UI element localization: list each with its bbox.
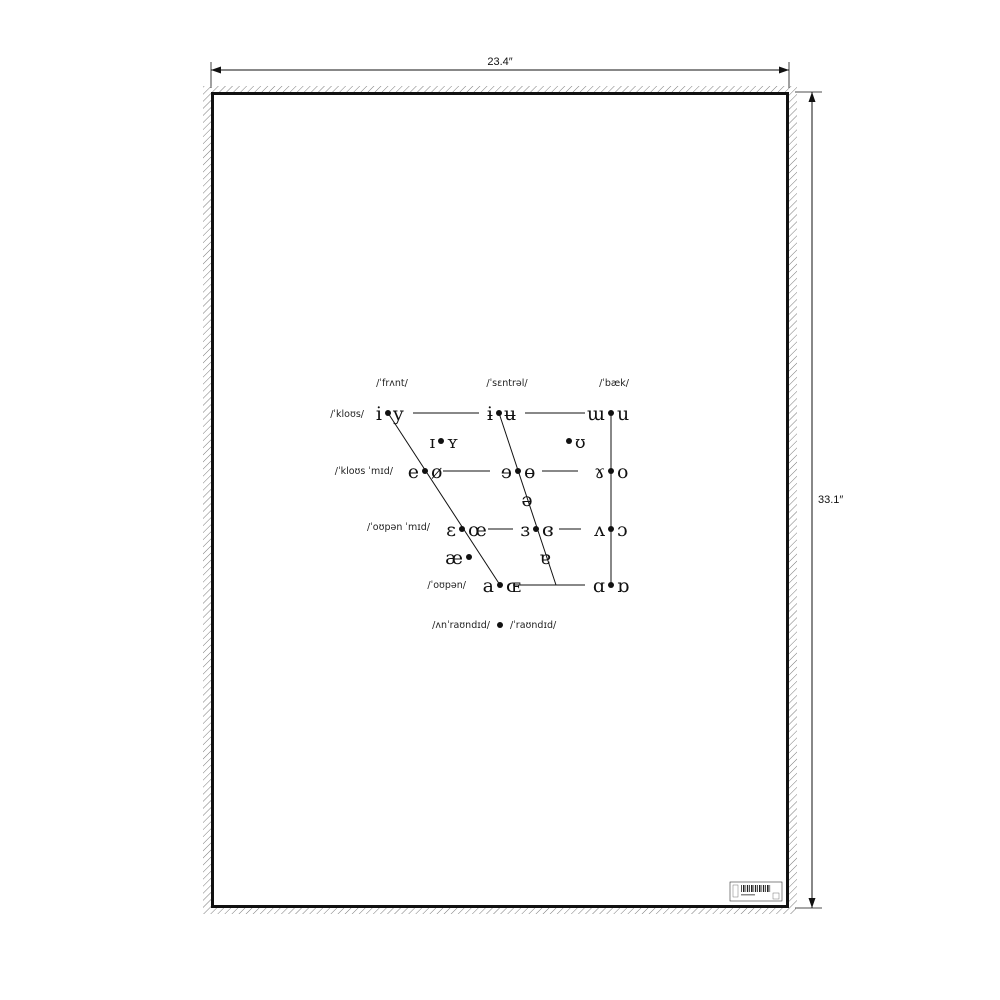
vowel-epsilon: ɛ: [446, 519, 456, 541]
vowel-barred-u: ʉ: [504, 403, 516, 425]
row-label-open: /ˈoʊpən/: [427, 580, 466, 591]
product-label: [729, 881, 783, 902]
vowel-rev-epsilon: ɜ: [520, 519, 530, 541]
front-diagonal-line: [387, 412, 501, 586]
chart-lines: [387, 412, 612, 586]
vowel-closed-rev-epsilon: ɞ: [542, 519, 554, 541]
dot-rev-epsilon: [533, 526, 539, 532]
vowel-o-slash: ø: [431, 461, 442, 483]
vowel-o: o: [617, 461, 628, 483]
dot-upsilon: [566, 438, 572, 444]
vowel-small-cap-i: ɪ: [430, 433, 436, 453]
legend-dot: [497, 622, 503, 628]
dot-i-y: [385, 410, 391, 416]
vowel-unrounded-u: ɯ: [587, 403, 605, 425]
row-label-close-mid: /ˈkloʊs ˈmɪd/: [335, 466, 394, 477]
legend-unrounded: /ʌnˈraʊndɪd/: [432, 620, 491, 631]
vowel-oe-cap: ɶ: [506, 575, 521, 597]
vowel-ram-horns: ɤ: [594, 461, 605, 483]
dot-ash: [466, 554, 472, 560]
vowel-chart: /ˈfrʌnt/ /ˈsɛntrəl/ /ˈbæk/ /ˈkloʊs/ /ˈkl…: [330, 378, 630, 631]
dot-a-oe: [497, 582, 503, 588]
central-diagonal-line: [498, 412, 557, 586]
column-label-central: /ˈsɛntrəl/: [486, 378, 528, 389]
vowel-a: a: [483, 575, 494, 597]
height-label: 33.1″: [818, 494, 843, 506]
vowel-e: e: [408, 461, 419, 483]
dot-script-a: [608, 582, 614, 588]
vowel-barred-i: ɨ: [487, 403, 493, 425]
vowel-barred-o: ɵ: [524, 461, 535, 483]
dot-rev-e-barred-o: [515, 468, 521, 474]
vowel-turned-script-a: ɒ: [617, 575, 629, 597]
width-label: 23.4″: [487, 56, 512, 68]
column-label-front: /ˈfrʌnt/: [376, 378, 408, 389]
vowel-ash: æ: [445, 547, 463, 569]
vowel-y: y: [392, 403, 404, 425]
width-dimension: 23.4″: [210, 56, 790, 88]
dot-unrounded-u-u: [608, 410, 614, 416]
row-label-close: /ˈkloʊs/: [330, 409, 365, 420]
vowel-i: i: [376, 403, 382, 425]
vowel-schwa: ə: [521, 489, 532, 511]
row-label-open-mid: /ˈoʊpən ˈmɪd/: [367, 522, 431, 533]
vowel-dots: [385, 410, 614, 588]
poster-frame: [211, 92, 789, 908]
rounding-legend: /ʌnˈraʊndɪd/ /ˈraʊndɪd/: [432, 620, 557, 631]
vowel-u: u: [617, 403, 629, 425]
legend-rounded: /ˈraʊndɪd/: [510, 620, 557, 631]
dot-ram-horns-o: [608, 468, 614, 474]
barcode-icon: [741, 885, 771, 892]
vowel-open-o: ɔ: [617, 519, 628, 541]
vowel-script-a: ɑ: [593, 575, 605, 597]
height-dimension: 33.1″: [795, 91, 843, 909]
vowel-turned-a: ɐ: [539, 547, 550, 569]
dot-e-o-slash: [422, 468, 428, 474]
column-label-back: /ˈbæk/: [599, 378, 630, 389]
vowel-oe: œ: [468, 519, 487, 541]
vowel-upsilon: ʊ: [575, 433, 586, 453]
dot-small-cap-i-y: [438, 438, 444, 444]
dot-turned-v-open-o: [608, 526, 614, 532]
vowel-turned-v: ʌ: [593, 519, 605, 541]
dot-epsilon-oe: [459, 526, 465, 532]
vowel-small-cap-y: ʏ: [447, 433, 458, 453]
dot-barred-i-u: [496, 410, 502, 416]
vowel-rev-e: ɘ: [501, 461, 512, 483]
